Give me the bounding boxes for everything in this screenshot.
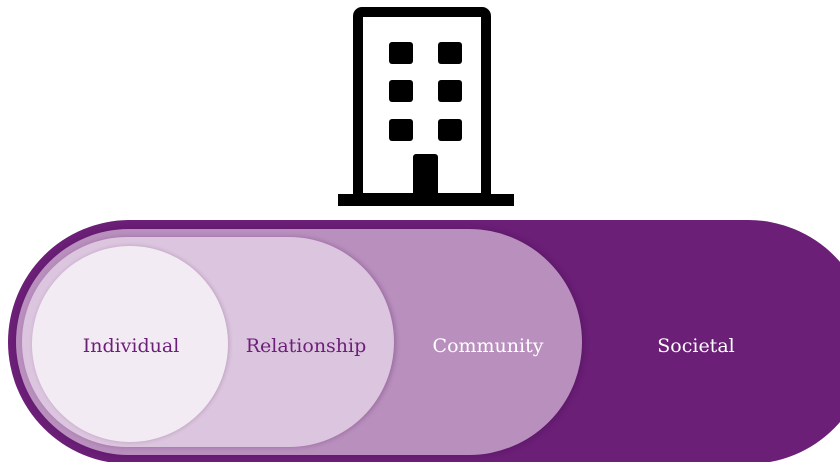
- relationship-label: Relationship: [245, 335, 367, 357]
- individual-label: Individual: [82, 335, 180, 357]
- individual-level: [32, 246, 228, 442]
- community-label: Community: [432, 335, 544, 357]
- societal-label: Societal: [657, 335, 735, 357]
- office-building-icon: [338, 7, 514, 206]
